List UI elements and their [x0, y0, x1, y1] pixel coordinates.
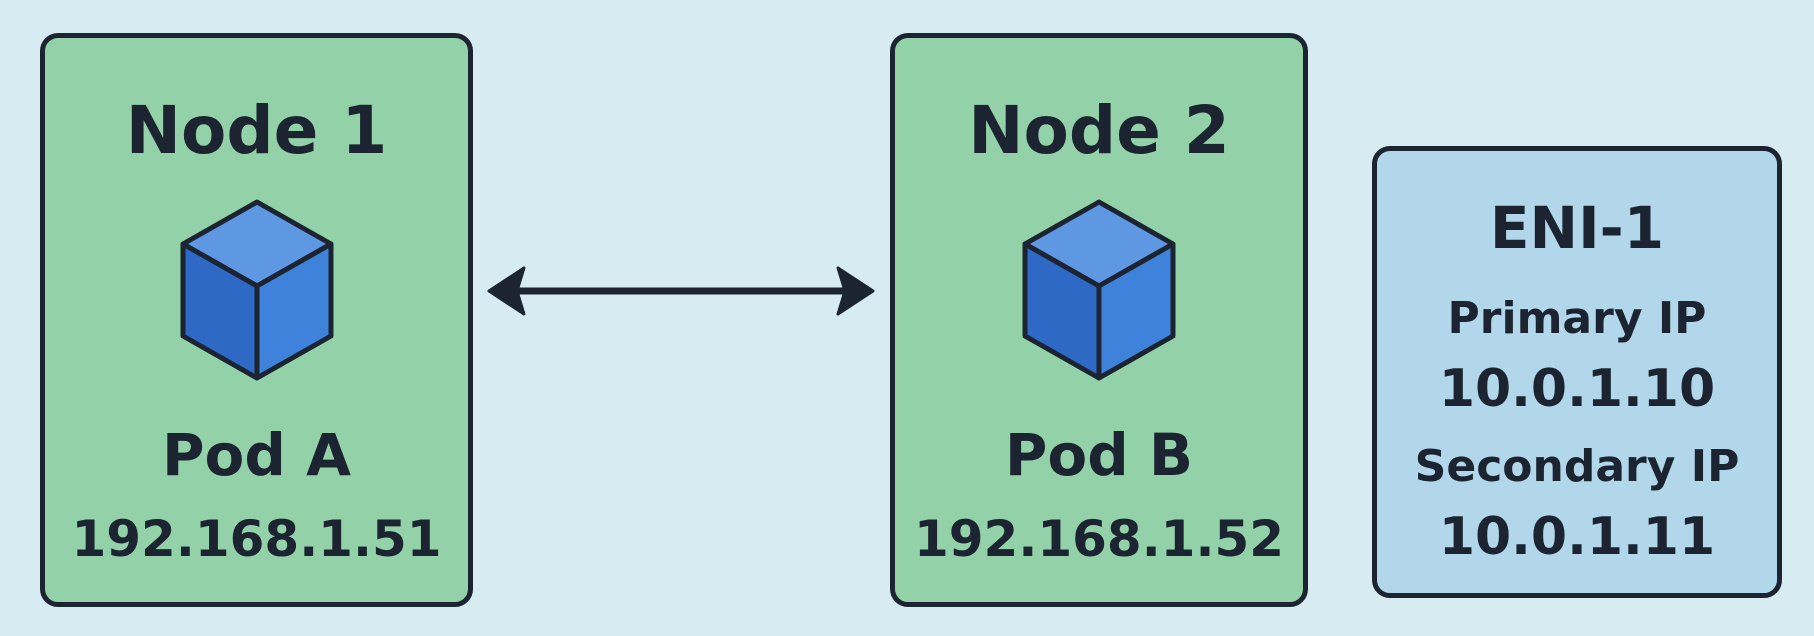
primary-ip-label: Primary IP [1447, 293, 1707, 344]
primary-ip-value: 10.0.1.10 [1438, 359, 1716, 419]
cube-icon [180, 199, 333, 381]
pod-b-ip: 192.168.1.52 [913, 510, 1285, 568]
node-1-box: Node 1 Pod A 192.168.1.51 [40, 33, 473, 607]
pod-a-ip: 192.168.1.51 [71, 510, 442, 568]
eni-box: ENI-1 Primary IP 10.0.1.10 Secondary IP … [1372, 146, 1782, 598]
node-2-title: Node 2 [968, 92, 1230, 169]
pod-a-name: Pod A [162, 421, 351, 489]
secondary-ip-label: Secondary IP [1414, 441, 1740, 492]
cube-icon [1022, 199, 1176, 381]
node-1-title: Node 1 [125, 92, 388, 169]
node-2-box: Node 2 Pod B 192.168.1.52 [890, 33, 1308, 607]
secondary-ip-value: 10.0.1.11 [1438, 507, 1716, 567]
pod-b-name: Pod B [1004, 421, 1194, 489]
eni-title: ENI-1 [1489, 194, 1665, 262]
